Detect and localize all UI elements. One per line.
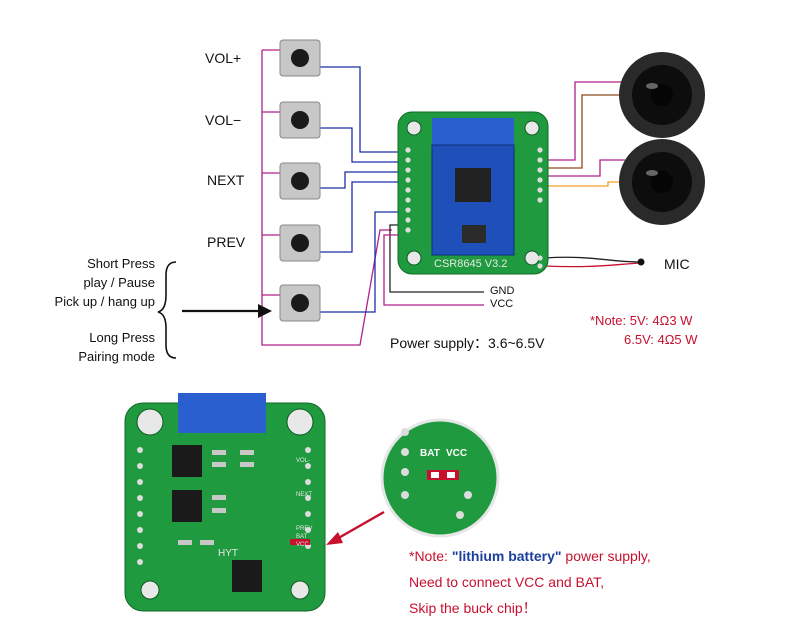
mic-dot [637,258,645,266]
pad-label: PREV [296,526,312,532]
battery-note-line1: *Note: "lithium battery" power supply, [409,543,651,569]
note-play-pause: play / Pause [83,275,155,290]
battery-note: *Note: "lithium battery" power supply, N… [409,543,651,621]
battery-note-suffix: power supply, [561,548,651,564]
zoom-vcc-label: VCC [446,448,468,459]
switch-vol-plus [279,39,321,77]
button-signal-wires [318,66,398,313]
label-gnd: GND [490,285,515,297]
label-next: NEXT [207,172,245,188]
battery-note-line3: Skip the buck chip！ [409,600,537,616]
pad-label: VCC [296,542,309,548]
battery-note-line2: Need to connect VCC and BAT, [409,574,605,590]
zoom-detail [380,418,500,538]
switch-prev [279,224,321,262]
note-pairing: Pairing mode [78,349,155,364]
switch-vol-minus [279,101,321,139]
arrow-to-play-button [182,304,272,318]
pcb-text: HYT [218,548,238,559]
pad-label: VOL- [296,458,310,464]
brace [157,261,177,359]
module-label: CSR8645 V3.2 [434,258,508,270]
speaker-bottom [619,139,705,225]
speaker-note-line1: *Note: 5V: 4Ω3 W [590,313,693,328]
button-common-wire [261,49,392,346]
pad-label: NEXT [296,492,312,498]
back-board [124,393,326,612]
speaker-top [619,52,705,138]
battery-note-highlight: "lithium battery" [451,548,562,564]
note-long-press: Long Press [89,330,155,345]
pad-label: VOL+ [296,424,312,430]
play-button-notes: Short Press play / Pause Pick up / hang … [55,254,155,366]
label-vol-minus: VOL− [205,112,242,128]
label-mic: MIC [664,256,690,272]
power-supply-label: Power supply：3.6~6.5V [390,335,545,351]
note-short-press: Short Press [87,256,155,271]
battery-note-prefix: *Note: [409,548,452,564]
tact-switches [279,39,321,322]
label-vcc: VCC [490,298,514,310]
zoom-bat-label: BAT [420,448,440,459]
label-vol-plus: VOL+ [205,50,242,66]
speaker-note-line2: 6.5V: 4Ω5 W [624,332,698,347]
bluetooth-board [397,111,549,275]
red-arrow [326,510,385,545]
note-pick-up: Pick up / hang up [54,294,155,309]
speaker-wires [545,81,625,187]
mic-wires [544,256,645,268]
pad-label: BAT [296,534,308,540]
switch-next [279,162,321,200]
label-prev: PREV [207,234,246,250]
switch-play [279,284,321,322]
bat-vcc-bridge [290,539,310,545]
power-wires [383,224,484,306]
